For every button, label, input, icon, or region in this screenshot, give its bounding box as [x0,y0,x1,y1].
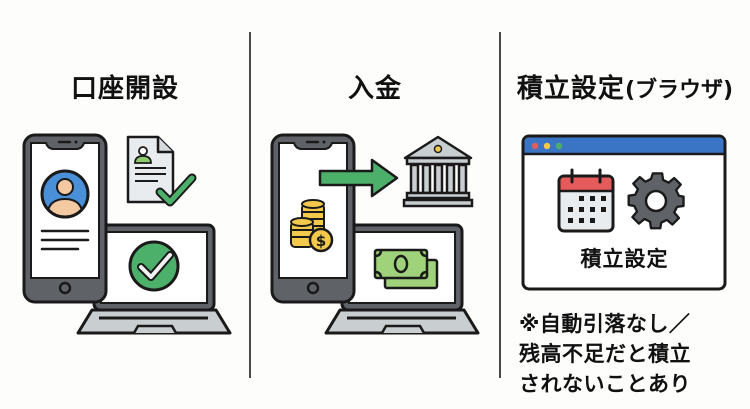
step-title-savings-setting-suffix: (ブラウザ) [624,78,734,103]
banknotes-icon [373,248,439,290]
browser-savings-label: 積立設定 [580,247,669,271]
gear-icon [627,172,685,230]
step-title-account-opening: 口座開設 [70,74,179,104]
note-line: されないことあり [519,372,691,396]
coin-stack-icon [290,199,334,253]
step-title-savings-setting: 積立設定(ブラウザ) [500,68,750,105]
step-title-deposit: 入金 [347,74,402,104]
note-line: 残高不足だと積立 [519,342,691,366]
column-divider-2 [499,32,501,378]
arrow-right-icon [318,158,399,198]
document-check-icon [126,135,197,207]
check-circle-icon [128,240,180,292]
profile-avatar-icon [40,169,90,219]
bank-icon [402,135,474,208]
dollar-sign-icon: $ [316,232,326,250]
auto-debit-warning-note: ※自動引落なし／ 残高不足だと積立 されないことあり [519,309,749,399]
note-line: ※自動引落なし／ [519,312,691,336]
calendar-icon [557,168,615,233]
profile-text-lines [40,229,90,251]
step-title-savings-setting-main: 積立設定 [516,74,625,104]
column-divider-1 [249,32,251,378]
